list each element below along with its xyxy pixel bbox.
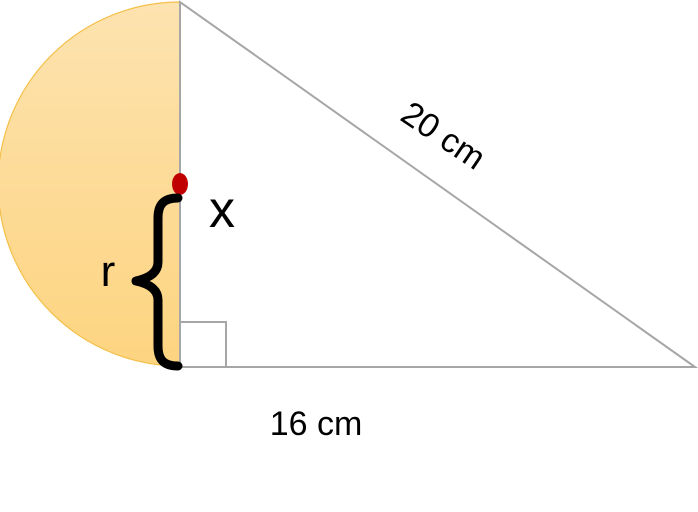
right-angle-marker [179, 321, 227, 368]
point-x-label: x [209, 181, 235, 239]
right-triangle [179, 0, 698, 368]
radius-label: r [101, 247, 116, 296]
base-label: 16 cm [270, 405, 363, 443]
radius-brace [131, 193, 183, 371]
point-x-marker [172, 173, 188, 195]
semicircle [0, 1, 181, 367]
